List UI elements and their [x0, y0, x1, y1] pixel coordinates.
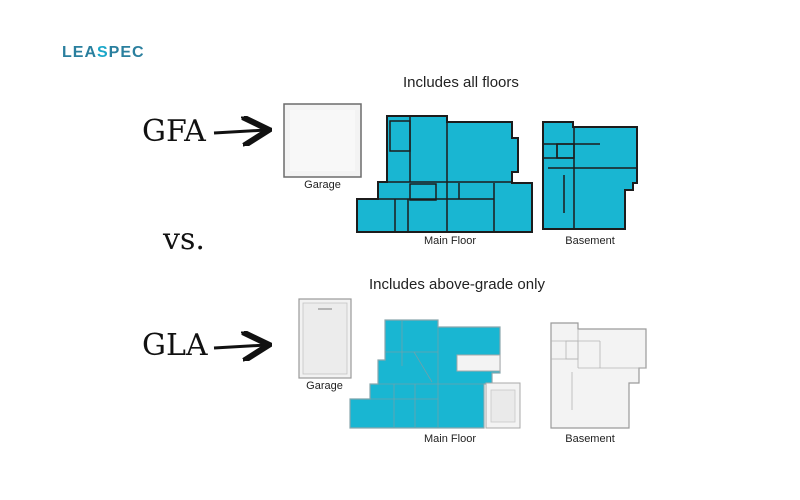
- gfa-basement-caption: Basement: [565, 235, 615, 247]
- gla-main-floor-caption: Main Floor: [424, 433, 476, 445]
- gla-garage-caption: Garage: [306, 380, 343, 392]
- gfa-label: GFA: [142, 114, 206, 149]
- gfa-main-floor-caption: Main Floor: [424, 235, 476, 247]
- gla-garage-plan: [298, 298, 352, 379]
- gfa-garage-caption: Garage: [304, 179, 341, 191]
- logo-text-accent: S: [97, 44, 109, 61]
- gla-basement-caption: Basement: [565, 433, 615, 445]
- gla-main-floor-plan: [349, 319, 521, 429]
- gfa-basement-plan: [542, 121, 638, 230]
- gfa-caption: Includes all floors: [403, 74, 519, 91]
- leaspec-logo: LEASPEC: [62, 44, 145, 62]
- gla-arrow-icon: [213, 345, 266, 348]
- gla-caption: Includes above-grade only: [369, 276, 545, 293]
- gfa-garage-plan: [283, 103, 362, 178]
- gla-label: GLA: [142, 328, 208, 363]
- vs-label: vs.: [163, 222, 205, 257]
- logo-text-left: LEA: [62, 44, 97, 61]
- gfa-main-floor-plan: [356, 115, 533, 233]
- gfa-arrow-icon: [213, 130, 266, 133]
- gla-basement-plan: [550, 322, 647, 429]
- logo-text-right: PEC: [108, 44, 145, 61]
